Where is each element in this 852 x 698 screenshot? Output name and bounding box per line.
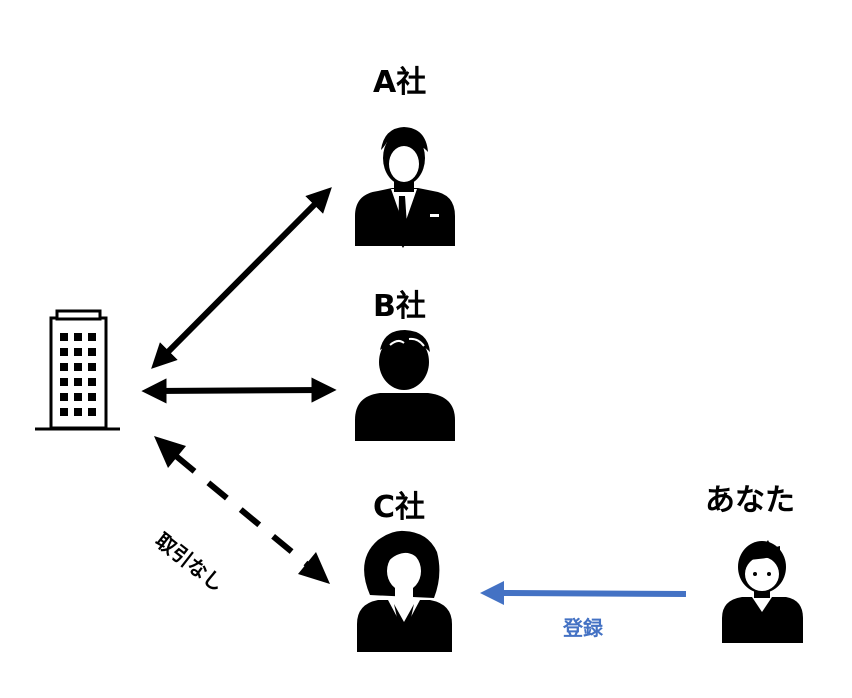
businesswoman-icon	[357, 530, 452, 652]
company-b-label: B社	[373, 289, 426, 324]
company-a-label: A社	[373, 65, 427, 100]
businessman-icon	[355, 127, 455, 248]
arrow-building-company-c-dashed	[154, 436, 330, 584]
you-label: あなた	[705, 483, 795, 518]
building-icon	[35, 309, 120, 431]
boy-icon	[722, 540, 803, 643]
arrow-building-company-b	[141, 377, 337, 404]
company-c-label: C社	[373, 490, 426, 525]
arrow-building-company-a	[151, 187, 332, 369]
arrow-you-company-c	[480, 581, 687, 605]
person-icon	[355, 330, 455, 441]
register-label: 登録	[563, 616, 603, 640]
